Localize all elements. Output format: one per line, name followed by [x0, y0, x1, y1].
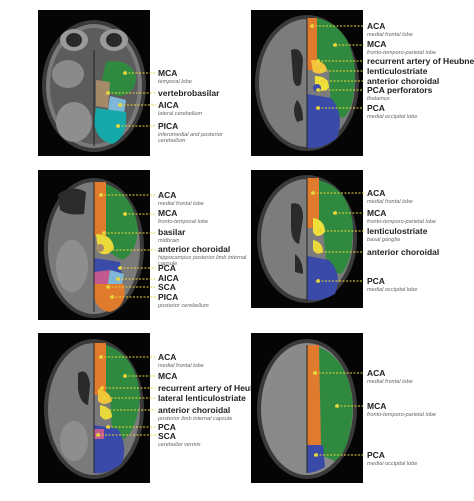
label-lenticulostriate: lenticulostriate: [367, 66, 428, 76]
mri-scan: [38, 10, 150, 156]
label-recurrent-artery-of-heubner: recurrent artery of Heubner: [158, 383, 269, 393]
label-mca: MCA: [158, 371, 178, 381]
label-recurrent-artery-of-heubner: recurrent artery of Heubner: [367, 56, 474, 66]
mri-scan: [251, 170, 363, 308]
label-pca: PCA: [158, 422, 176, 432]
mri-scan: [38, 170, 150, 320]
mri-scan: [251, 10, 363, 156]
label-anterior-choroidal: anterior choroidal: [367, 247, 440, 257]
label-lateral-lenticulostriate: lateral lenticulostriate: [158, 393, 246, 403]
label-vertebrobasilar: vertebrobasilar: [158, 88, 220, 98]
label-sca: SCA: [158, 282, 176, 292]
mri-scan: [38, 333, 150, 483]
label-aica: AICA: [158, 273, 179, 283]
label-pca: PCA: [158, 263, 176, 273]
label-anterior-choroidal: anterior choroidal: [367, 76, 440, 86]
mri-scan: [251, 333, 363, 483]
